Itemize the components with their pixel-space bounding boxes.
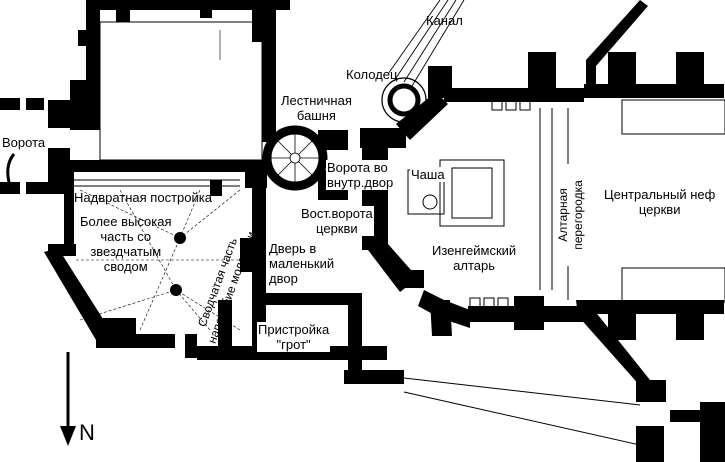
label-gatehouse: Надвратная постройка [74, 190, 212, 205]
wall [56, 160, 266, 172]
wall [514, 296, 544, 330]
label-altar-screen: Алтарная перегородка [556, 164, 586, 266]
wall [86, 90, 100, 130]
label-door-small-yard: Дверь в маленький двор [268, 241, 336, 286]
wall [78, 30, 98, 46]
label-stair-tower: Лестничная башня [281, 93, 352, 123]
label-gate-inner-yard: Ворота во внутр.двор [326, 160, 395, 190]
wall [0, 182, 20, 194]
wall [100, 0, 290, 10]
wall [318, 130, 348, 150]
label-chalice: Чаша [410, 167, 446, 182]
gate-arch [6, 153, 16, 187]
label-higher-part: Более высокая часть со звездчатым сводом [80, 214, 172, 274]
wall [96, 318, 136, 348]
wall [608, 52, 636, 98]
wall [252, 293, 362, 305]
wall [252, 188, 266, 348]
wall [430, 300, 452, 336]
wall [576, 300, 650, 388]
wall [252, 6, 276, 42]
wall [608, 300, 636, 340]
wall [262, 42, 276, 142]
wall [116, 0, 130, 22]
wall [44, 248, 110, 340]
wall [576, 0, 648, 98]
wall [400, 270, 424, 288]
wall [26, 98, 44, 110]
label-north: N [79, 420, 95, 445]
label-central-nave: Центральный неф церкви [604, 187, 716, 217]
label-isenheim-altar: Изенгеймский алтарь [432, 243, 517, 273]
wall [197, 346, 387, 360]
wall [636, 380, 666, 402]
wall [64, 170, 74, 248]
label-east-gate-church: Вост.ворота церкви [300, 206, 374, 236]
wall [700, 402, 725, 462]
well [381, 77, 427, 123]
wall [396, 92, 448, 140]
label-annex: Пристройка "грот" [257, 322, 331, 352]
wall [360, 128, 406, 148]
wall [210, 180, 222, 196]
label-canal: Канал [426, 13, 463, 28]
wall [528, 52, 556, 92]
wall [344, 370, 404, 384]
wall [200, 0, 212, 18]
wall [26, 182, 48, 194]
wall [240, 238, 254, 272]
wall [185, 334, 197, 358]
wall [676, 52, 704, 98]
wall [130, 334, 175, 348]
wall [245, 172, 267, 188]
wall [676, 300, 704, 340]
wall [0, 98, 20, 110]
label-well: Колодец [346, 67, 398, 82]
wall [636, 426, 664, 462]
wall [348, 293, 362, 383]
stair-tower [262, 125, 328, 191]
label-gate: Ворота [2, 135, 46, 150]
north-arrow-icon [60, 352, 76, 446]
wall [218, 300, 232, 348]
wall [48, 100, 70, 128]
